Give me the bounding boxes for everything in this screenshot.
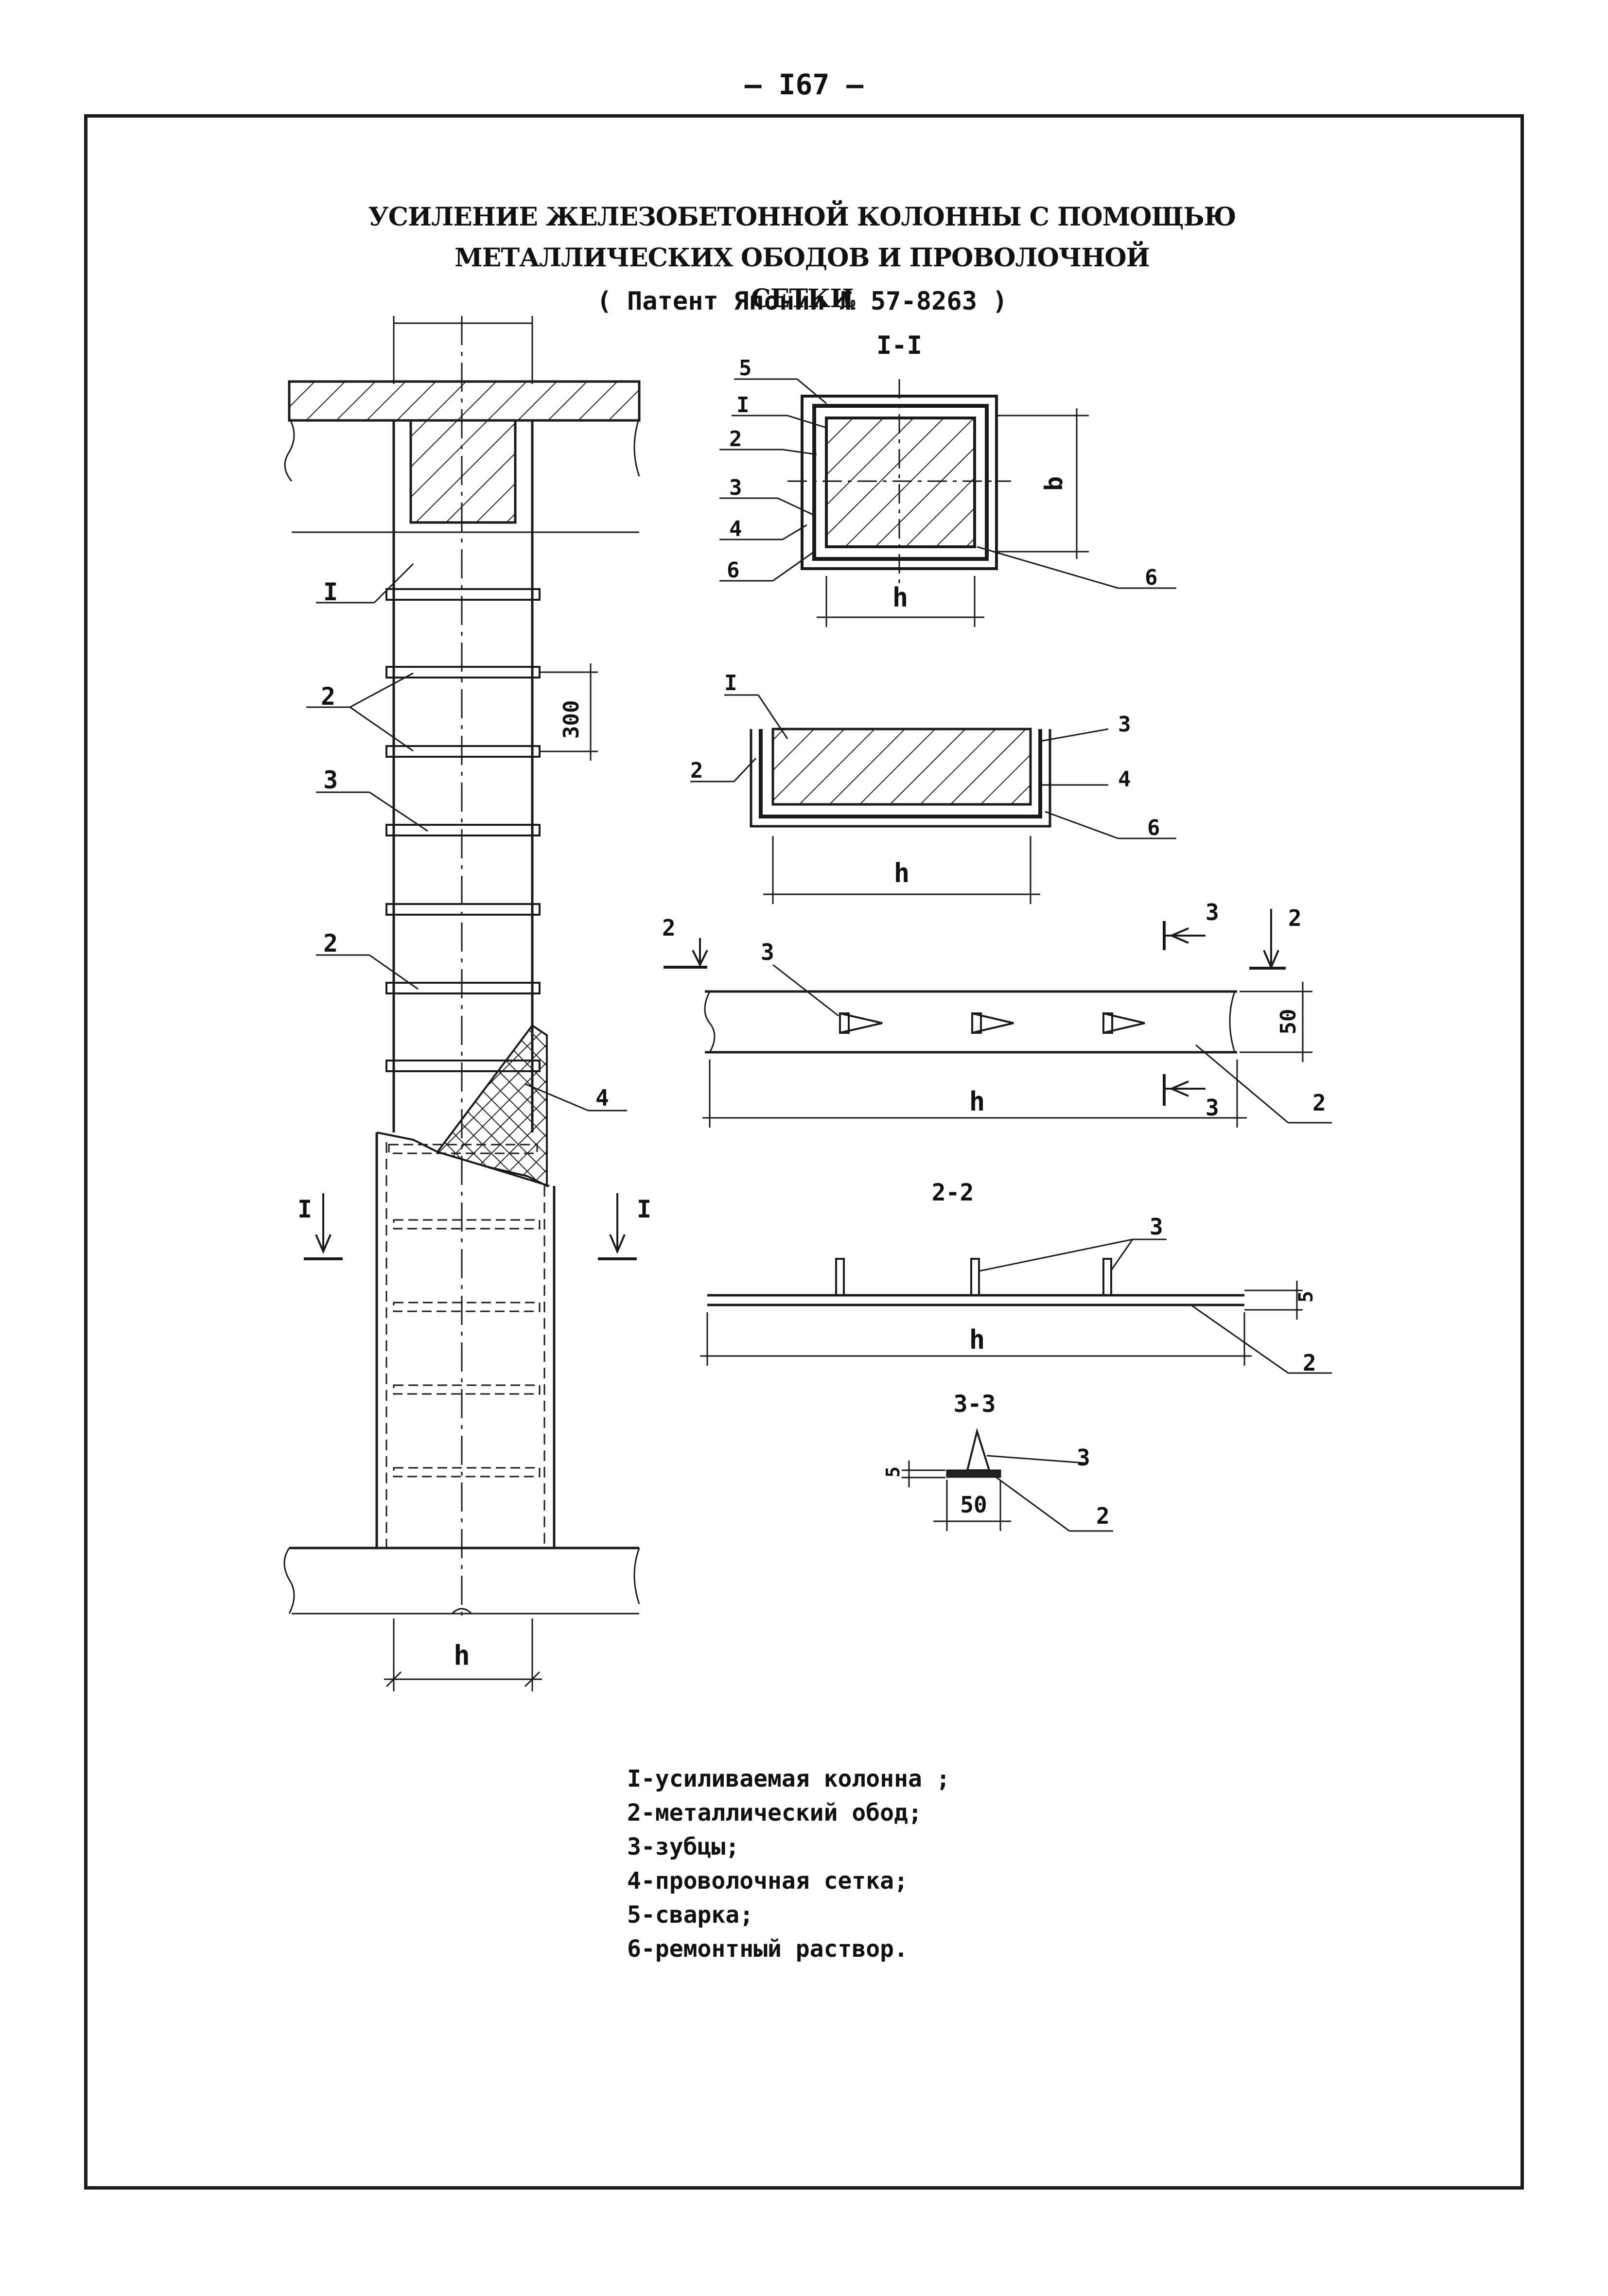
dim-5-3-3: 5 <box>882 1466 904 1478</box>
section-i-i-title: I-I <box>876 331 922 360</box>
cut-mark-left: I <box>297 1195 312 1223</box>
section-i-i-labels: I-I 5 I 2 3 4 6 6 b h <box>727 331 1158 613</box>
column-elevation <box>283 316 641 1691</box>
dim-h-elevation: h <box>454 1640 470 1671</box>
title-line-2: СЕТКИ <box>751 284 854 313</box>
label-wall-mesh: 4 <box>1118 767 1131 792</box>
label-wall-ring: 2 <box>690 758 703 783</box>
cut-2-left: 2 <box>662 915 676 941</box>
dim-h-section: h <box>892 582 909 613</box>
label-teeth-section: 3 <box>729 475 742 500</box>
legend: I-усиливаемая колонна ; 2-металлический … <box>627 1762 950 1966</box>
drawing-title: УСИЛЕНИЕ ЖЕЛЕЗОБЕТОННОЙ КОЛОННЫ С ПОМОЩЬ… <box>243 197 1361 319</box>
dim-b: b <box>1040 476 1068 491</box>
drawing-frame <box>84 114 1524 2190</box>
label-tooth-3-3: 3 <box>1077 1444 1090 1471</box>
cut-2-right: 2 <box>1288 905 1302 931</box>
label-column-section: I <box>736 393 750 417</box>
patent-reference: ( Патент Японии № 57-8263 ) <box>596 287 1008 316</box>
legend-item: 6-ремонтный раствор. <box>627 1935 908 1963</box>
label-mesh: 4 <box>595 1085 609 1111</box>
label-ring-2-2: 2 <box>1303 1350 1316 1376</box>
label-wall-column: I <box>724 671 737 696</box>
dim-h-wall: h <box>894 858 910 888</box>
label-column: I <box>323 578 338 606</box>
section-3-3-title: 3-3 <box>954 1391 996 1418</box>
legend-item: 4-проволочная сетка; <box>627 1867 908 1895</box>
metal-rings <box>385 588 541 1072</box>
dim-5-2-2: 5 <box>1295 1291 1317 1303</box>
label-teeth-2-2: 3 <box>1150 1214 1163 1240</box>
legend-item: 5-сварка; <box>627 1901 754 1929</box>
elevation-labels: I 2 3 2 4 300 I I h <box>297 578 651 1671</box>
label-ring-plan: 2 <box>1312 1090 1326 1116</box>
dim-h-plan: h <box>969 1086 985 1117</box>
ring-plan-labels: 2 2 3 3 3 2 50 h <box>662 899 1326 1121</box>
dim-300: 300 <box>559 700 584 739</box>
section-3-3-labels: 3-3 3 2 5 50 <box>882 1391 1110 1529</box>
cut-mark-right: I <box>637 1195 651 1223</box>
label-tooth-plan: 3 <box>761 939 774 965</box>
label-mesh-section: 4 <box>729 517 742 541</box>
dim-50-3-3: 50 <box>960 1492 987 1518</box>
label-ring-3-3: 2 <box>1096 1503 1110 1529</box>
label-wall-teeth: 3 <box>1118 712 1131 737</box>
section-2-2-title: 2-2 <box>932 1179 974 1206</box>
section-wall <box>690 694 1176 904</box>
label-mortar-right: 6 <box>1145 565 1158 590</box>
legend-item: 2-металлический обод; <box>627 1799 922 1826</box>
legend-item: 3-зубцы; <box>627 1833 740 1861</box>
dim-h-2-2: h <box>969 1324 985 1355</box>
section-3-3 <box>902 1427 1113 1532</box>
section-i-i <box>719 378 1176 627</box>
section-wall-labels: I 2 3 4 6 h <box>690 671 1160 888</box>
page-number: — I67 – <box>744 68 864 101</box>
label-mortar-section: 6 <box>727 558 740 583</box>
label-weld: 5 <box>739 356 752 381</box>
label-ring-b: 2 <box>323 929 338 957</box>
title-line-1: УСИЛЕНИЕ ЖЕЛЕЗОБЕТОННОЙ КОЛОННЫ С ПОМОЩЬ… <box>368 202 1236 273</box>
cut-3-top: 3 <box>1206 899 1219 925</box>
legend-item: I-усиливаемая колонна ; <box>627 1765 950 1792</box>
cut-3-bottom: 3 <box>1206 1095 1219 1121</box>
dim-50-plan: 50 <box>1276 1009 1301 1035</box>
label-ring-a: 2 <box>321 682 335 711</box>
label-ring-section: 2 <box>729 427 742 452</box>
section-2-2-labels: 2-2 3 5 h 2 <box>932 1179 1317 1376</box>
label-teeth: 3 <box>323 766 338 794</box>
section-2-2 <box>700 1238 1332 1374</box>
label-wall-mortar: 6 <box>1147 816 1160 840</box>
ring-plan <box>664 909 1332 1128</box>
